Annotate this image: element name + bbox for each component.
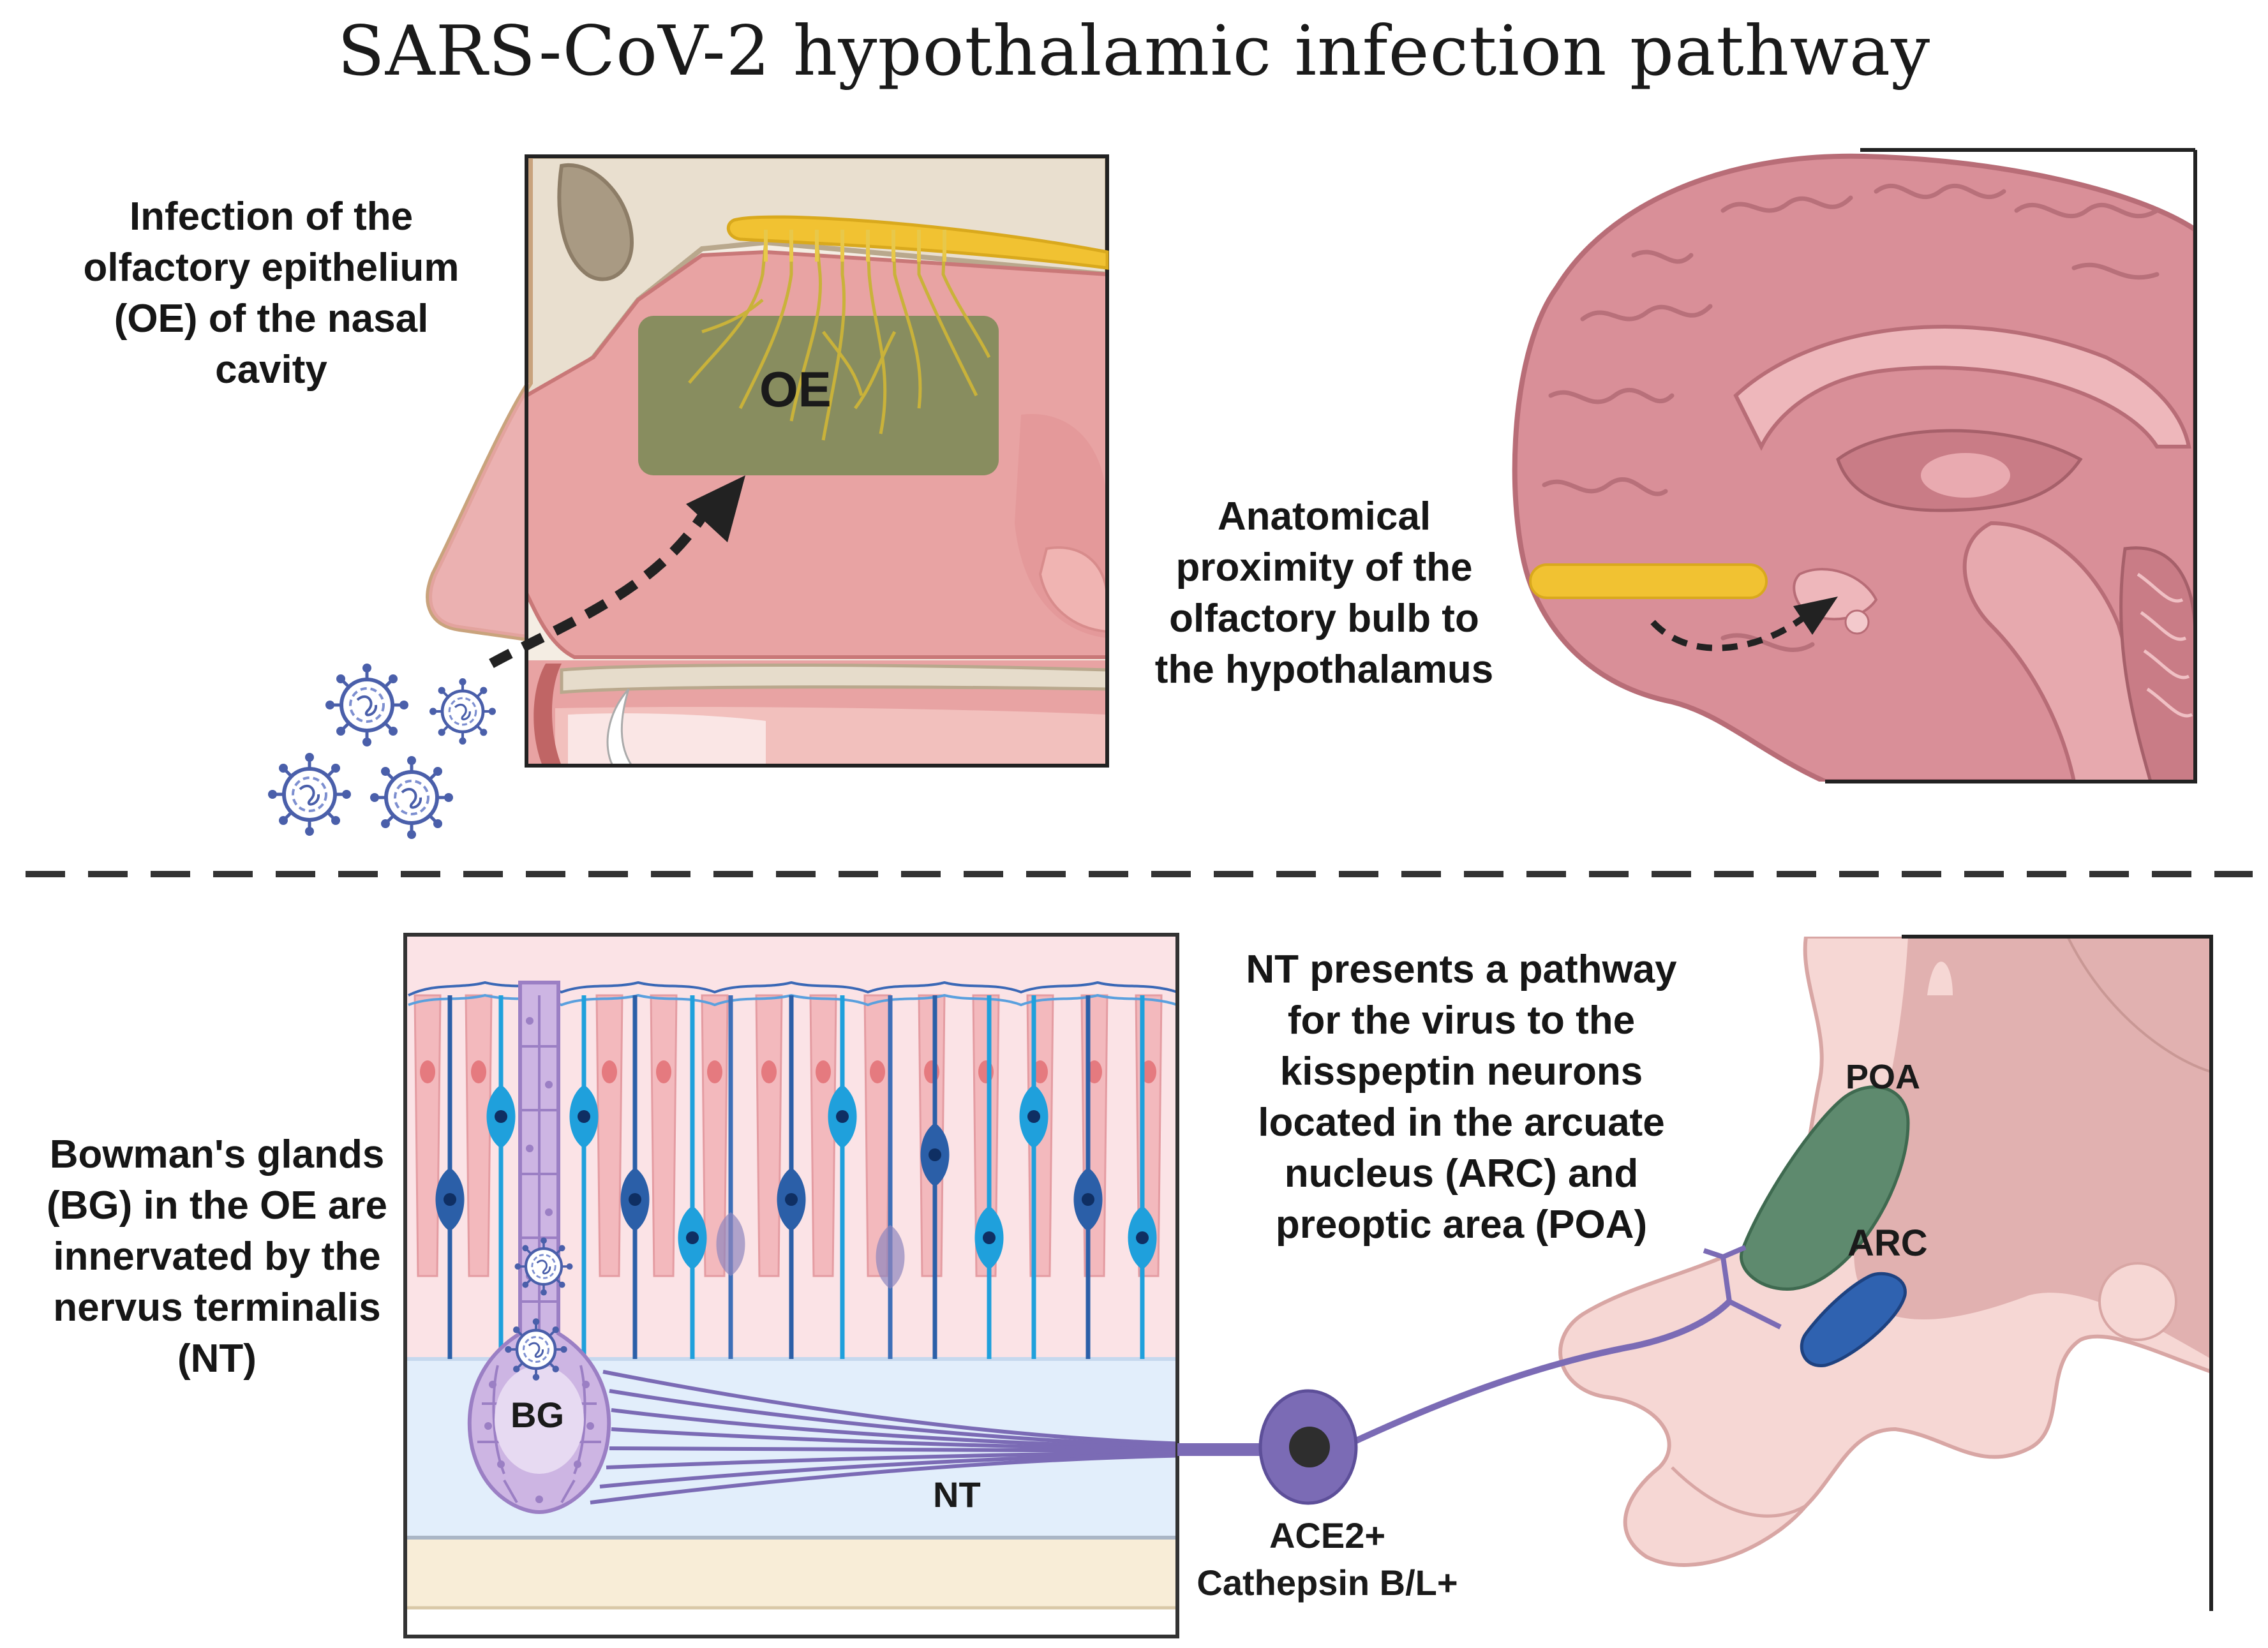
brain-panel-caption: Anatomical proximity of the olfactory bu… [1123,491,1525,695]
caption-line: proximity of the [1175,546,1473,590]
page-title: SARS-CoV-2 hypothalamic infection pathwa… [337,11,1931,91]
caption-line: Bowman's glands [49,1132,385,1177]
nasal-cavity-illustration [426,154,1109,768]
caption-line: Anatomical [1217,494,1431,538]
epithelium-illustration [403,933,1270,1638]
caption-line: preoptic area (POA) [1275,1203,1648,1247]
hypothalamus-panel-caption: NT presents a pathway for the virus to t… [1212,944,1710,1251]
marker-line: ACE2+ [1269,1515,1386,1555]
neuron-marker-label: ACE2+ Cathepsin B/L+ [1187,1512,1468,1607]
caption-line: nucleus (ARC) and [1284,1152,1639,1196]
caption-line: (OE) of the nasal [114,297,429,341]
poa-region-label: POA [1846,1058,1921,1096]
bowmans-gland-label: BG [511,1395,564,1435]
caption-line: (BG) in the OE are [47,1184,387,1228]
caption-line: kisspeptin neurons [1279,1050,1643,1094]
oe-region-label: OE [759,361,832,417]
caption-line: located in the arcuate [1258,1101,1665,1145]
nasal-panel-caption: Infection of the olfactory epithelium (O… [57,191,485,396]
caption-line: the hypothalamus [1154,648,1494,692]
marker-line: Cathepsin B/L+ [1197,1563,1458,1603]
virus-particles [268,664,496,839]
caption-line: olfactory epithelium [83,246,459,290]
arc-region-label: ARC [1847,1222,1928,1264]
nt-neuron-soma [1258,1389,1358,1505]
caption-line: olfactory bulb to [1169,597,1479,641]
brain-sagittal-illustration [1512,148,2197,783]
nervus-terminalis-label: NT [933,1474,981,1515]
epithelium-panel-caption: Bowman's glands (BG) in the OE are inner… [26,1129,408,1384]
caption-line: innervated by the [53,1235,381,1279]
caption-line: (NT) [177,1337,257,1381]
caption-line: NT presents a pathway [1246,947,1677,991]
caption-line: cavity [215,348,327,392]
caption-line: nervus terminalis [53,1286,381,1330]
caption-line: Infection of the [129,195,414,239]
caption-line: for the virus to the [1287,998,1636,1043]
hypothalamus-illustration [1345,935,2213,1613]
